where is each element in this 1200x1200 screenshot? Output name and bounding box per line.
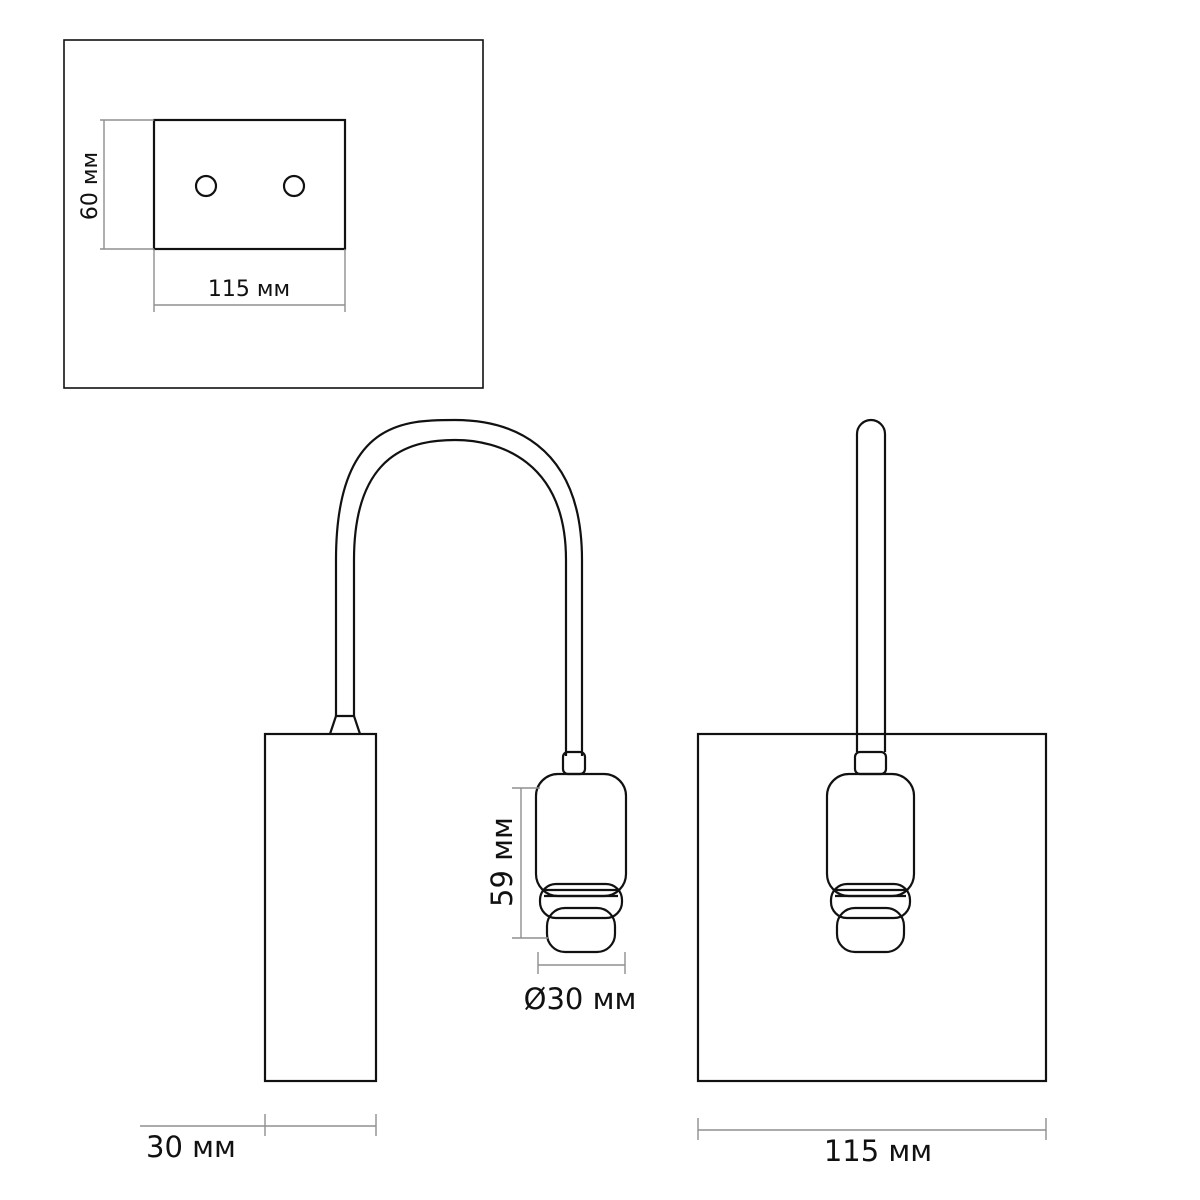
side-lamp-head (534, 750, 628, 954)
front-width-dimension: 115 мм (697, 1118, 1047, 1168)
side-head-lens (545, 906, 617, 954)
gooseneck-arm-outer (334, 418, 584, 756)
front-head-lens (835, 906, 906, 954)
side-base-box (263, 732, 378, 1083)
mounting-plate (152, 118, 347, 251)
front-head-body (825, 772, 916, 898)
side-head-ring (538, 882, 624, 920)
front-width-label: 115 мм (824, 1134, 932, 1168)
shade-height-dimension: 59 мм (485, 787, 548, 939)
plate-width-label: 115 мм (208, 277, 290, 302)
shade-diameter-dimension: Ø30 мм (524, 952, 637, 1016)
plate-height-dimension: 60 мм (78, 119, 154, 250)
plate-width-dimension: 115 мм (153, 249, 346, 312)
front-arm (855, 418, 887, 752)
side-view: 59 мм Ø30 мм 30 мм (140, 418, 637, 1164)
mounting-hole-left (194, 174, 218, 198)
mounting-plate-inset: 60 мм 115 мм (63, 39, 484, 389)
gooseneck-arm-inner (352, 438, 568, 756)
mounting-hole-right (282, 174, 306, 198)
front-base-plate (696, 732, 1048, 1083)
front-head-ring (829, 882, 912, 920)
front-view: 115 мм (696, 418, 1048, 1168)
front-head-neck (853, 750, 888, 776)
inset-frame (63, 39, 484, 389)
plate-height-label: 60 мм (78, 152, 103, 220)
shade-diameter-label: Ø30 мм (524, 982, 637, 1016)
shade-height-label: 59 мм (485, 817, 519, 907)
front-lamp-head (825, 750, 916, 954)
side-arm-collar (328, 714, 362, 735)
side-depth-dimension: 30 мм (140, 1114, 377, 1164)
side-depth-label: 30 мм (146, 1130, 236, 1164)
side-head-body (534, 772, 628, 898)
